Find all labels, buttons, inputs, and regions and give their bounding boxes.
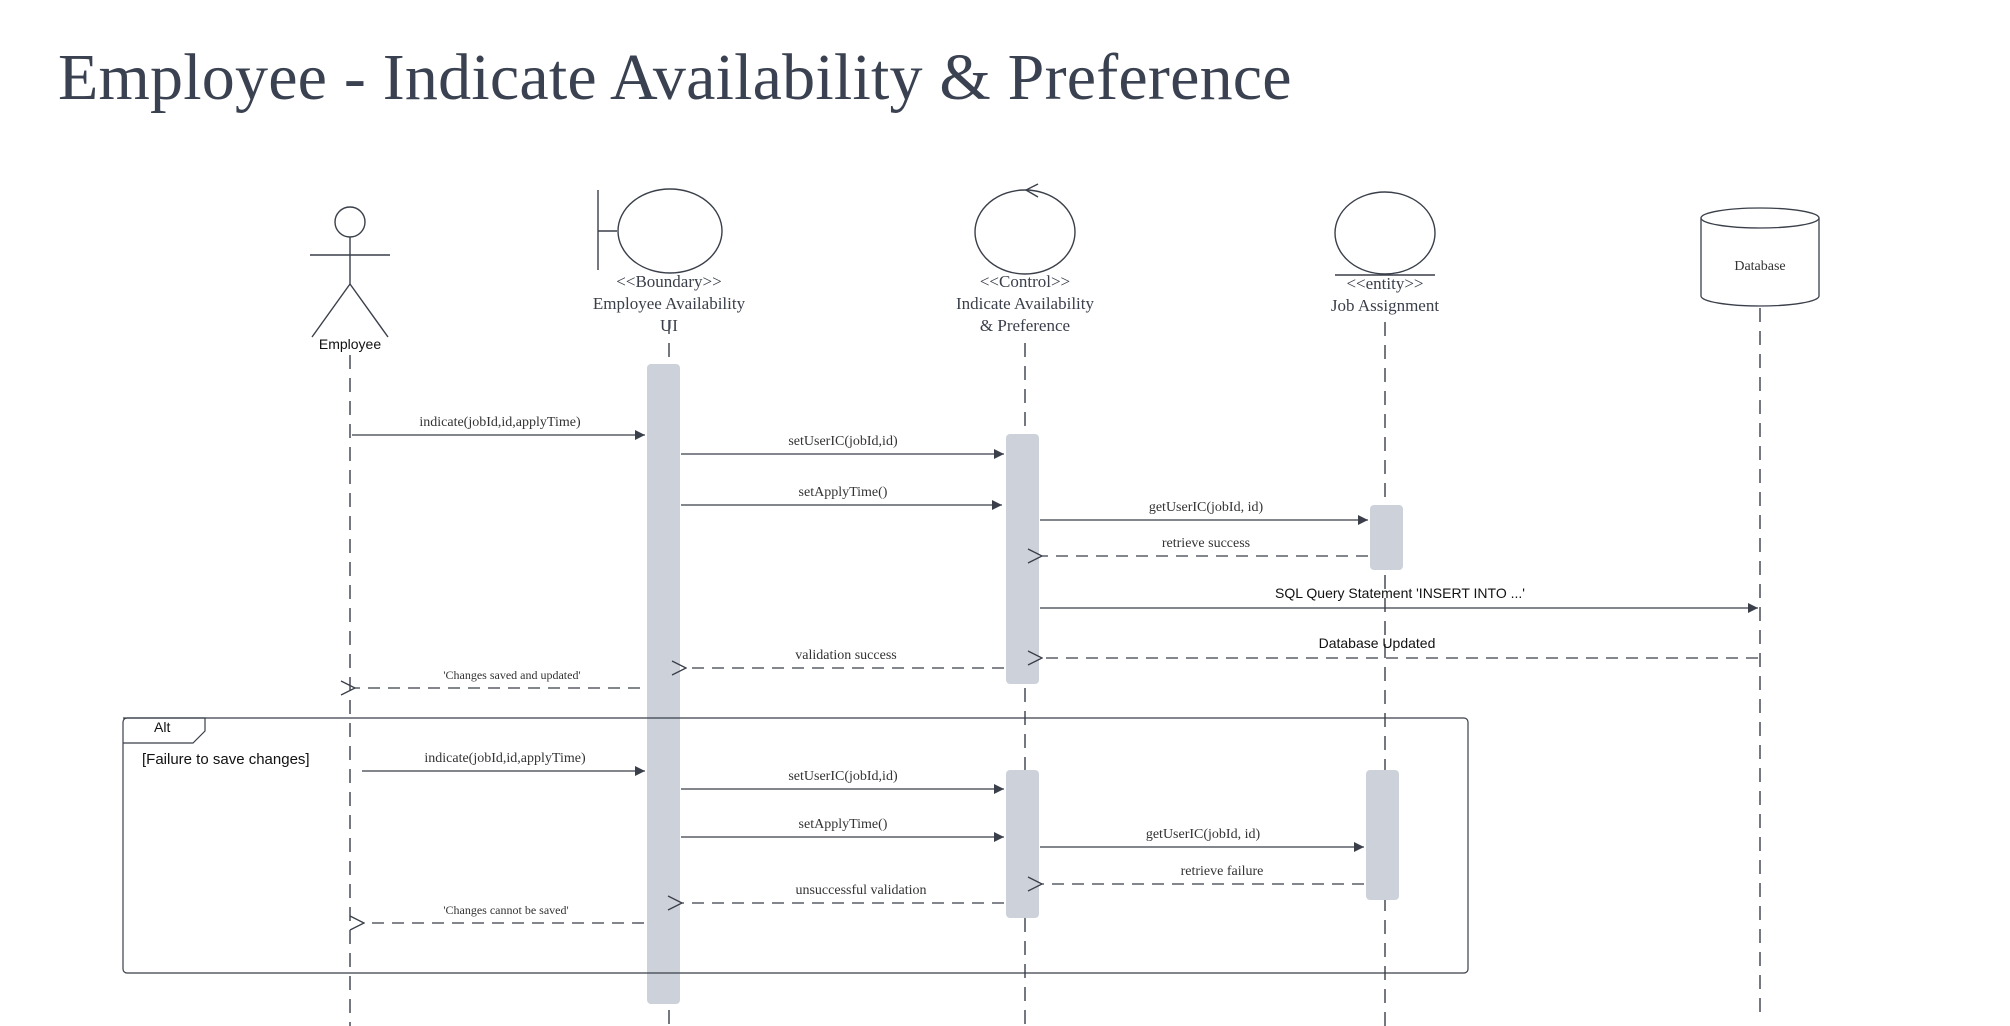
- message-9-label: 'Changes saved and updated': [443, 668, 580, 682]
- alt-message-4-label: getUserIC(jobId, id): [1146, 827, 1261, 842]
- message-2-label: setUserIC(jobId,id): [788, 434, 898, 449]
- message-8-label: validation success: [795, 648, 896, 663]
- alt-message-2-label: setUserIC(jobId,id): [788, 769, 898, 784]
- alt-message-1-label: indicate(jobId,id,applyTime): [424, 751, 586, 766]
- control-stereotype: <<Control>>: [980, 272, 1070, 291]
- boundary-icon: [597, 188, 723, 274]
- alt-message-3-label: setApplyTime(): [799, 817, 888, 832]
- alt-fragment-frame: [122, 717, 1469, 974]
- message-6-label: SQL Query Statement 'INSERT INTO ...': [1275, 585, 1525, 601]
- message-4-label: getUserIC(jobId, id): [1149, 500, 1264, 515]
- alt-operator-tab: [123, 717, 206, 744]
- database-cylinder-icon: [1700, 207, 1820, 307]
- alt-message-7-label: 'Changes cannot be saved': [443, 903, 568, 917]
- boundary-name-line1: Employee Availability: [593, 294, 746, 313]
- alt-message-5-label: retrieve failure: [1181, 864, 1264, 879]
- control-participant: <<Control>> Indicate Availability & Pref…: [956, 183, 1095, 335]
- control-activation-bar-1: [1006, 434, 1039, 684]
- database-label: Database: [1734, 259, 1785, 274]
- entity-participant: <<entity>> Job Assignment: [1331, 191, 1439, 315]
- control-activation-bar-2: [1006, 770, 1039, 918]
- message-3-label: setApplyTime(): [799, 485, 888, 500]
- message-5-label: retrieve success: [1162, 536, 1250, 551]
- boundary-participant: <<Boundary>> Employee Availability UI: [593, 188, 746, 335]
- database-participant: Database: [1700, 207, 1820, 307]
- entity-name: Job Assignment: [1331, 296, 1439, 315]
- diagram-title: Employee - Indicate Availability & Prefe…: [58, 41, 1292, 114]
- entity-activation-bar-2: [1366, 770, 1399, 900]
- employee-actor: Employee: [310, 206, 390, 352]
- entity-activation-bar-1: [1370, 505, 1403, 570]
- entity-icon: [1334, 191, 1436, 276]
- stick-figure-icon: [310, 206, 390, 338]
- alt-operator-label: Alt: [154, 719, 170, 735]
- control-name-line2: & Preference: [980, 316, 1070, 335]
- control-name-line1: Indicate Availability: [956, 294, 1095, 313]
- alt-fragment: Alt [Failure to save changes]: [122, 717, 1469, 974]
- alt-message-6-label: unsuccessful validation: [795, 883, 926, 898]
- boundary-stereotype: <<Boundary>>: [616, 272, 721, 291]
- alt-guard-label: [Failure to save changes]: [142, 751, 310, 768]
- message-7-label: Database Updated: [1319, 635, 1436, 651]
- employee-label: Employee: [319, 336, 381, 352]
- boundary-activation-bar: [647, 364, 680, 1004]
- control-icon: [974, 183, 1076, 275]
- entity-stereotype: <<entity>>: [1346, 274, 1423, 293]
- message-1-label: indicate(jobId,id,applyTime): [419, 415, 581, 430]
